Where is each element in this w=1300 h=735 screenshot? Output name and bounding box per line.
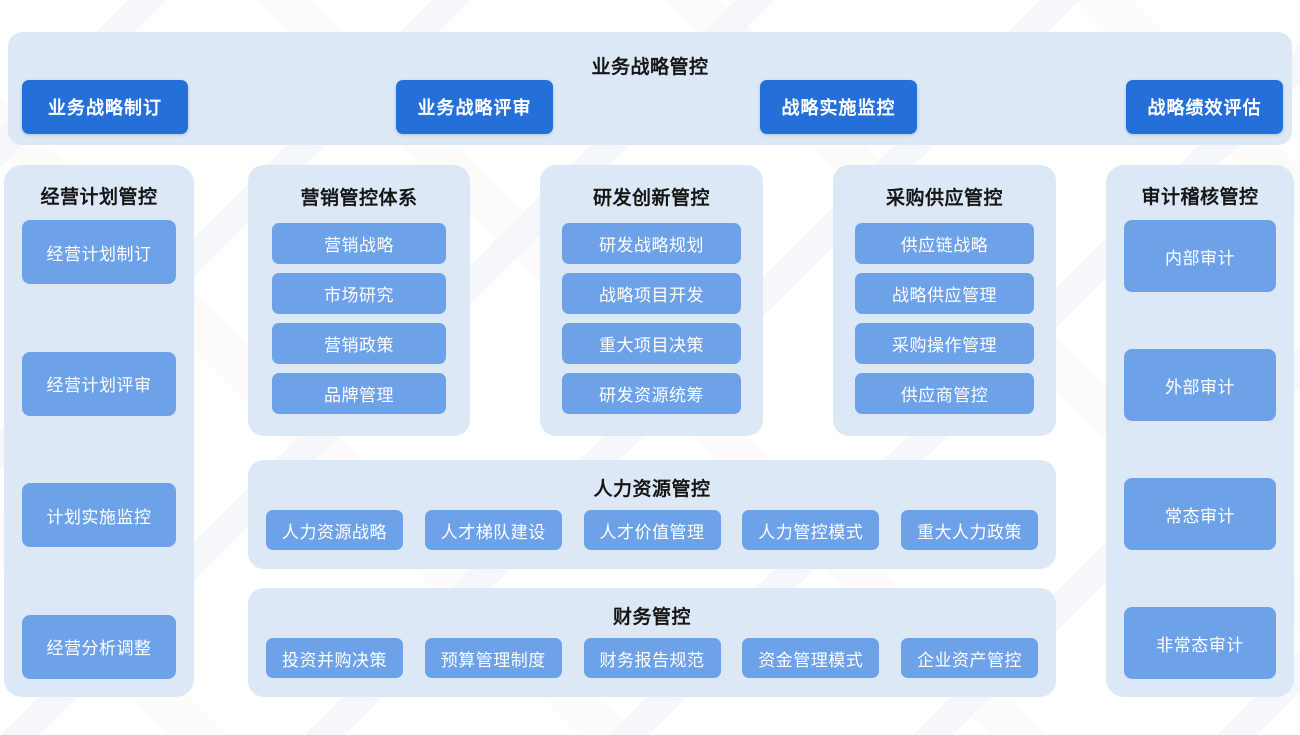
button-strategic-project-development[interactable]: 战略项目开发 bbox=[562, 273, 741, 314]
button-major-project-decision[interactable]: 重大项目决策 bbox=[562, 323, 741, 364]
button-hr-control-model[interactable]: 人力管控模式 bbox=[742, 510, 880, 550]
panel-title-business-strategy: 业务战略管控 bbox=[591, 57, 709, 78]
button-budget-management-system[interactable]: 预算管理制度 bbox=[424, 638, 562, 678]
button-non-routine-audit[interactable]: 非常态审计 bbox=[1124, 607, 1276, 679]
operating-plan-button-list: 经营计划制订 经营计划评审 计划实施监控 经营分析调整 bbox=[4, 220, 194, 685]
button-fund-management-model[interactable]: 资金管理模式 bbox=[742, 638, 880, 678]
panel-title-procurement-supply-control: 采购供应管控 bbox=[885, 188, 1003, 209]
rd-button-list: 研发战略规划 战略项目开发 重大项目决策 研发资源统筹 bbox=[540, 223, 763, 414]
panel-title-marketing-control-system: 营销管控体系 bbox=[300, 188, 418, 209]
button-strategy-performance-evaluation[interactable]: 战略绩效评估 bbox=[1126, 80, 1283, 134]
button-rd-resource-coordination[interactable]: 研发资源统筹 bbox=[562, 373, 741, 414]
supply-button-list: 供应链战略 战略供应管理 采购操作管理 供应商管控 bbox=[833, 223, 1056, 414]
button-external-audit[interactable]: 外部审计 bbox=[1124, 349, 1276, 421]
button-marketing-policy[interactable]: 营销政策 bbox=[272, 323, 446, 364]
button-routine-audit[interactable]: 常态审计 bbox=[1124, 478, 1276, 550]
button-brand-management[interactable]: 品牌管理 bbox=[272, 373, 446, 414]
button-operating-plan-review[interactable]: 经营计划评审 bbox=[22, 351, 176, 416]
audit-button-list: 内部审计 外部审计 常态审计 非常态审计 bbox=[1106, 220, 1294, 685]
panel-marketing-control-system: 营销管控体系 营销战略 市场研究 营销政策 品牌管理 bbox=[248, 165, 470, 436]
panel-title-rd-innovation-control: 研发创新管控 bbox=[592, 188, 710, 209]
button-enterprise-asset-control[interactable]: 企业资产管控 bbox=[901, 638, 1038, 678]
button-talent-pipeline-building[interactable]: 人才梯队建设 bbox=[424, 510, 562, 550]
button-investment-ma-decision[interactable]: 投资并购决策 bbox=[266, 638, 403, 678]
panel-operating-plan-control: 经营计划管控 经营计划制订 经营计划评审 计划实施监控 经营分析调整 bbox=[4, 165, 194, 697]
button-plan-implementation-monitoring[interactable]: 计划实施监控 bbox=[22, 483, 176, 548]
panel-business-strategy: 业务战略管控 业务战略制订 业务战略评审 战略实施监控 战略绩效评估 bbox=[8, 32, 1292, 145]
button-procurement-operation-management[interactable]: 采购操作管理 bbox=[855, 323, 1034, 364]
button-operating-analysis-adjustment[interactable]: 经营分析调整 bbox=[22, 614, 176, 679]
button-strategic-supply-management[interactable]: 战略供应管理 bbox=[855, 273, 1034, 314]
panel-audit-inspection-control: 审计稽核管控 内部审计 外部审计 常态审计 非常态审计 bbox=[1106, 165, 1294, 697]
button-operating-plan-formulation[interactable]: 经营计划制订 bbox=[22, 220, 176, 284]
button-strategy-implementation-monitoring[interactable]: 战略实施监控 bbox=[760, 80, 917, 134]
panel-title-human-resource-control: 人力资源管控 bbox=[593, 479, 711, 500]
panel-rd-innovation-control: 研发创新管控 研发战略规划 战略项目开发 重大项目决策 研发资源统筹 bbox=[540, 165, 763, 436]
button-marketing-strategy[interactable]: 营销战略 bbox=[272, 223, 446, 264]
marketing-button-list: 营销战略 市场研究 营销政策 品牌管理 bbox=[248, 223, 470, 414]
button-supplier-control[interactable]: 供应商管控 bbox=[855, 373, 1034, 414]
panel-financial-control: 财务管控 投资并购决策 预算管理制度 财务报告规范 资金管理模式 企业资产管控 bbox=[248, 588, 1056, 697]
finance-button-list: 投资并购决策 预算管理制度 财务报告规范 资金管理模式 企业资产管控 bbox=[266, 638, 1038, 678]
button-supply-chain-strategy[interactable]: 供应链战略 bbox=[855, 223, 1034, 264]
business-strategy-button-row: 业务战略制订 业务战略评审 战略实施监控 战略绩效评估 bbox=[8, 80, 1292, 134]
button-talent-value-management[interactable]: 人才价值管理 bbox=[583, 510, 721, 550]
panel-title-financial-control: 财务管控 bbox=[612, 607, 691, 628]
button-rd-strategic-planning[interactable]: 研发战略规划 bbox=[562, 223, 741, 264]
button-major-hr-policy[interactable]: 重大人力政策 bbox=[901, 510, 1038, 550]
button-business-strategy-formulation[interactable]: 业务战略制订 bbox=[22, 80, 188, 134]
panel-title-audit-inspection-control: 审计稽核管控 bbox=[1141, 187, 1259, 208]
panel-human-resource-control: 人力资源管控 人力资源战略 人才梯队建设 人才价值管理 人力管控模式 重大人力政… bbox=[248, 460, 1056, 569]
button-hr-strategy[interactable]: 人力资源战略 bbox=[266, 510, 403, 550]
button-financial-reporting-standards[interactable]: 财务报告规范 bbox=[583, 638, 721, 678]
button-business-strategy-review[interactable]: 业务战略评审 bbox=[396, 80, 553, 134]
panel-title-operating-plan-control: 经营计划管控 bbox=[40, 187, 158, 208]
panel-procurement-supply-control: 采购供应管控 供应链战略 战略供应管理 采购操作管理 供应商管控 bbox=[833, 165, 1056, 436]
button-market-research[interactable]: 市场研究 bbox=[272, 273, 446, 314]
hr-button-list: 人力资源战略 人才梯队建设 人才价值管理 人力管控模式 重大人力政策 bbox=[266, 510, 1038, 550]
button-internal-audit[interactable]: 内部审计 bbox=[1124, 220, 1276, 292]
